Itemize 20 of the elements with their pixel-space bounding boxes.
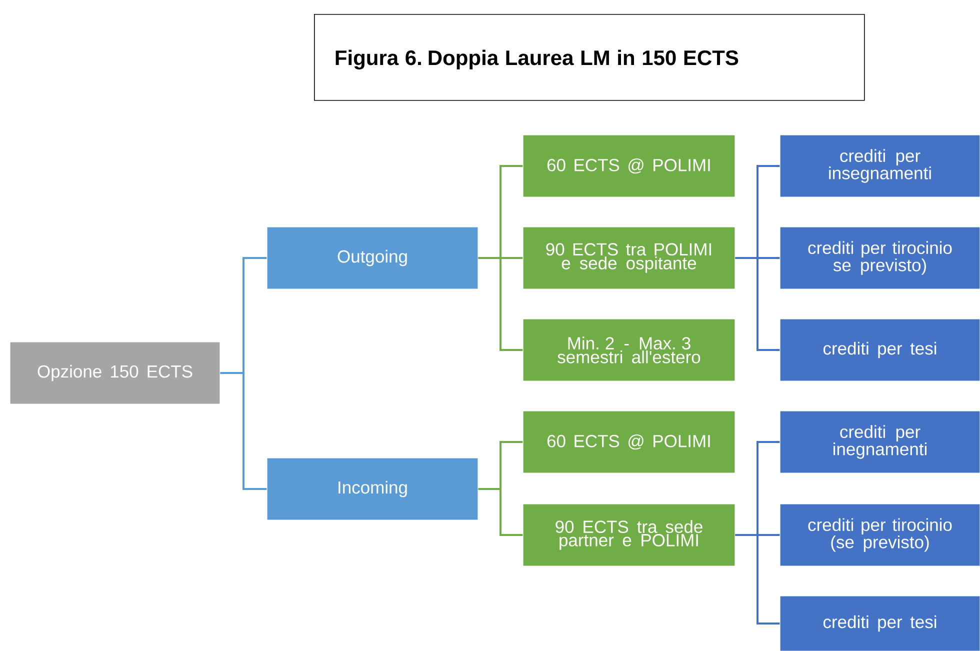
connector (220, 372, 267, 490)
credit-box: crediti per tesi (780, 596, 980, 651)
credit-box: crediti per inegnamenti (780, 410, 980, 474)
option-box: 60 ECTS @ POLIMI (522, 410, 736, 474)
connector (735, 257, 780, 351)
option-box: 90 ECTS tra sede partner e POLIMI (522, 504, 736, 566)
option-box: 60 ECTS @ POLIMI (522, 134, 736, 198)
credit-box: crediti per tirocinio (se previsto) (780, 504, 980, 566)
connector (478, 257, 523, 351)
connector (478, 488, 523, 536)
category-box: Outgoing (266, 226, 478, 290)
root-box: Opzione 150 ECTS (10, 342, 220, 404)
credit-box: crediti per tirocinio se previsto) (780, 226, 980, 290)
credit-box: crediti per tesi (780, 318, 980, 382)
category-box: Incoming (266, 458, 478, 520)
option-box: 90 ECTS tra POLIMI e sede ospitante (522, 226, 736, 290)
title-box: Figura 6. Doppia Laurea LM in 150 ECTS (314, 14, 865, 101)
option-box: Min. 2 - Max. 3 semestri all'estero (522, 318, 736, 382)
connector (735, 534, 780, 624)
credit-box: crediti per insegnamenti (780, 134, 980, 198)
